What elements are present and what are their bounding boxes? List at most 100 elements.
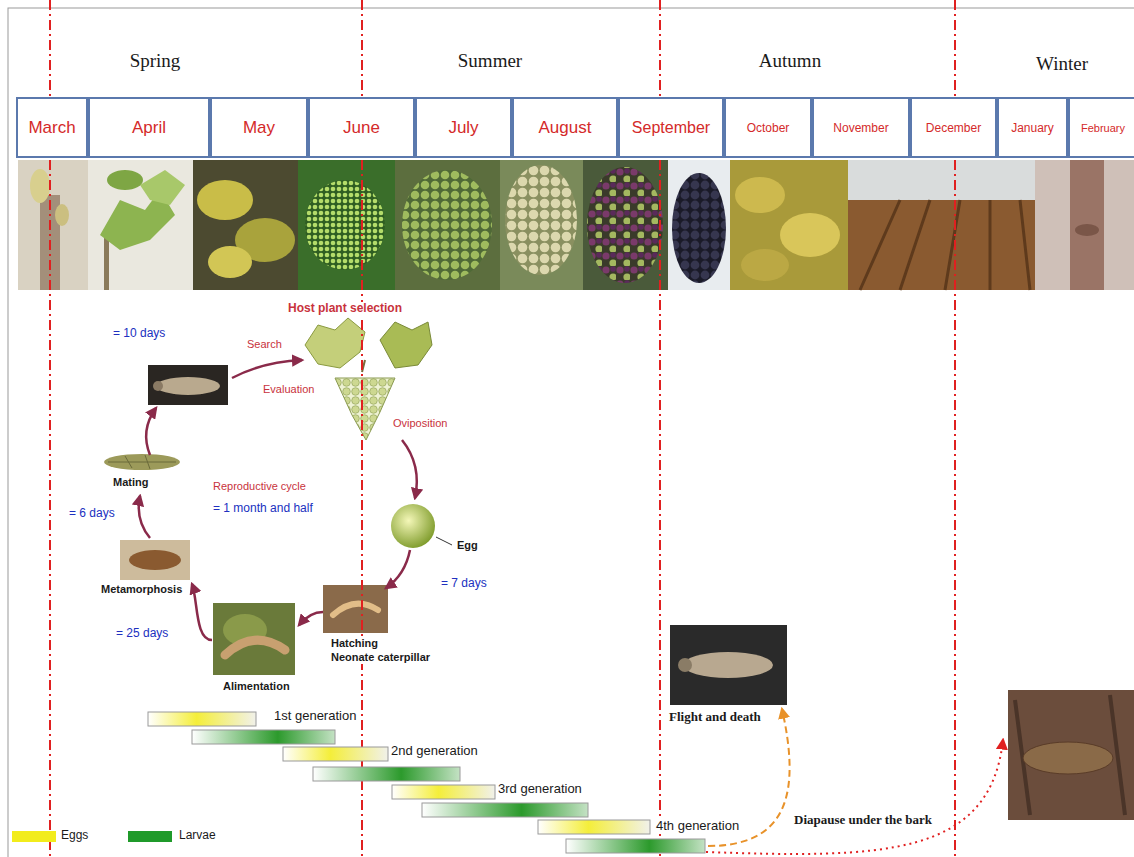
- season-photos: [197, 180, 253, 220]
- duration-label: = 6 days: [68, 507, 116, 521]
- stage-label: Mating: [112, 476, 149, 489]
- caterpillar-photo: [213, 603, 295, 675]
- season-photos: [587, 167, 663, 283]
- month-cell: October: [724, 97, 812, 158]
- season-photos: [500, 160, 583, 290]
- season-photos: [668, 160, 730, 290]
- month-cell: January: [997, 97, 1068, 158]
- duration-label: = 7 days: [440, 577, 488, 591]
- season-photos: [395, 160, 500, 290]
- mating-illustration: [104, 454, 180, 470]
- pupa-photo: [129, 550, 181, 570]
- season-photos: [860, 200, 1030, 290]
- month-cell: March: [16, 97, 88, 158]
- generation-label: 2nd generation: [390, 744, 479, 759]
- pupa-photo: [120, 540, 190, 580]
- neonate-photo: [323, 585, 388, 633]
- legend-label: Eggs: [60, 829, 89, 843]
- month-cell: August: [512, 97, 618, 158]
- caterpillar-photo: [213, 603, 295, 675]
- mating-illustration: [108, 455, 176, 469]
- month-cell: November: [812, 97, 910, 158]
- generation-label: 1st generation: [273, 709, 357, 724]
- season-photos: [741, 249, 789, 281]
- duration-label: = 10 days: [112, 327, 166, 341]
- cycle-arrow: [299, 612, 323, 625]
- stage-label: Neonate caterpillar: [330, 651, 431, 664]
- stage-label: Egg: [456, 539, 479, 552]
- month-name: September: [632, 119, 710, 137]
- moth-photo: [153, 381, 163, 391]
- month-cell: April: [88, 97, 210, 158]
- month-name: May: [243, 118, 275, 138]
- season-photos: [1070, 160, 1104, 290]
- season-photos: [30, 169, 50, 203]
- season-photos: [107, 170, 143, 190]
- month-name: November: [833, 121, 888, 135]
- cycle-arrow: [139, 360, 417, 640]
- pupa-photo: [120, 540, 190, 580]
- season-photos: [140, 170, 185, 205]
- season-photos: [848, 160, 1035, 200]
- season-photos: [18, 160, 88, 290]
- legend-swatch: [128, 831, 172, 842]
- adult-moth-photo: [678, 658, 692, 672]
- host-plant-illustration: [335, 378, 395, 440]
- season-photos: [193, 160, 298, 290]
- moth-photo: [148, 365, 228, 405]
- month-name: June: [343, 118, 380, 138]
- stage-label: Evaluation: [262, 383, 315, 396]
- cycle-arrow: [232, 360, 302, 378]
- month-cell: December: [910, 97, 997, 158]
- stage-label: Host plant selection: [287, 302, 403, 316]
- month-name: October: [747, 121, 790, 135]
- cycle-arrow: [402, 440, 417, 498]
- generation-bar: [313, 767, 460, 781]
- month-name: April: [132, 118, 166, 138]
- season-photos: [402, 170, 492, 280]
- season-photos: [55, 204, 69, 226]
- season-heading: Winter: [1035, 53, 1089, 75]
- season-photos: [1035, 160, 1134, 290]
- season-photos: [305, 180, 385, 270]
- duration-label: = 1 month and half: [212, 502, 314, 516]
- cycle-label: Reproductive cycle: [212, 480, 307, 493]
- month-name: January: [1011, 121, 1054, 135]
- frame: [8, 8, 1134, 857]
- neonate-photo: [323, 585, 388, 633]
- egg-illustration: [436, 537, 452, 545]
- season-divider: [50, 0, 955, 857]
- month-name: December: [926, 121, 981, 135]
- generation-label: 4th generation: [655, 819, 740, 834]
- host-plant-illustration: [380, 322, 432, 368]
- season-heading: Spring: [129, 50, 182, 72]
- diapause-arrow: [706, 740, 1003, 854]
- season-photos: [848, 160, 1035, 290]
- egg-illustration: [391, 504, 435, 548]
- generation-bar: [283, 747, 388, 761]
- season-photos: [298, 160, 395, 290]
- month-name: August: [539, 118, 592, 138]
- season-heading: Summer: [457, 50, 523, 72]
- bark-photo: [1008, 690, 1134, 820]
- season-photos: [780, 213, 840, 257]
- mating-illustration: [104, 454, 180, 470]
- month-cell: June: [308, 97, 415, 158]
- season-photos: [208, 246, 252, 278]
- cycle-arrow: [139, 496, 150, 538]
- adult-moth-photo: [670, 625, 787, 705]
- moth-photo: [156, 377, 220, 395]
- season-photos: [1075, 224, 1099, 236]
- cycle-arrow: [192, 584, 212, 640]
- fate-label: Flight and death: [668, 710, 762, 725]
- moth-photo: [148, 365, 228, 405]
- month-cell: February: [1068, 97, 1134, 158]
- generation-bar: [566, 839, 705, 853]
- stage-label: Search: [246, 338, 283, 351]
- egg-illustration: [391, 504, 452, 548]
- duration-label: = 25 days: [115, 627, 169, 641]
- generation-bar: [422, 803, 588, 817]
- generation-bar: [148, 712, 256, 726]
- neonate-photo: [333, 604, 378, 615]
